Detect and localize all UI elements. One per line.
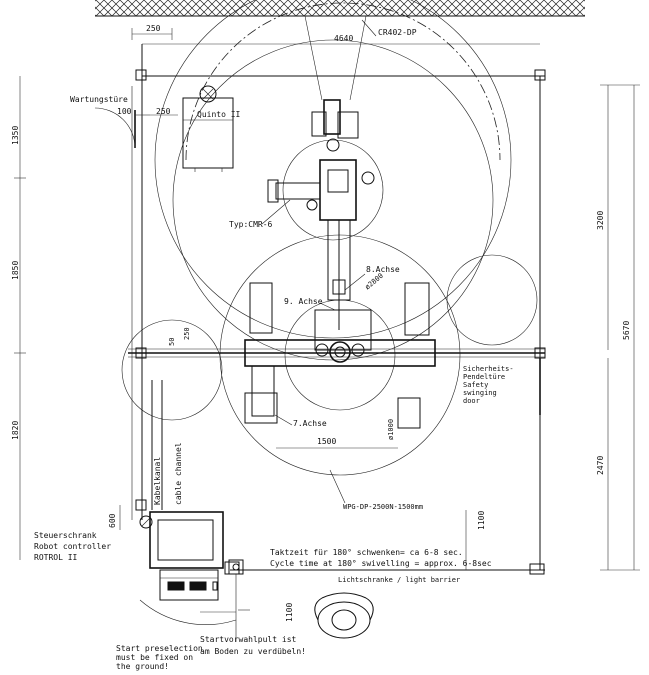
rotrol-label: ROTROL II	[34, 553, 78, 562]
typ-cmr-label: Typ:CMR-6	[229, 220, 273, 229]
positioner-model-label: WPG-DP-2500N-1500mm	[343, 503, 423, 511]
safety-door-de2: Pendeltüre	[463, 373, 505, 381]
robot-controller-label: Robot controller	[34, 542, 111, 551]
start-de2: am Boden zu verdübeln!	[200, 647, 306, 656]
dim-1100-right: 1100	[477, 511, 486, 530]
dim-100: 100	[117, 107, 132, 116]
dim-1100-bottom: 1100	[285, 603, 294, 622]
robot-reach-circle-outer	[154, 0, 512, 339]
fence-post	[534, 69, 546, 81]
start-en2: must be fixed on	[116, 653, 193, 662]
steuerschrank-label: Steuerschrank	[34, 531, 97, 540]
safety-door-en2: swinging	[463, 389, 497, 397]
dim-250-small: 250	[183, 327, 191, 340]
taktzeit-note: Taktzeit für 180° schwenken= ca 6-8 sec.	[270, 548, 463, 557]
dim-1820: 1820	[11, 421, 20, 440]
operator-figure	[314, 592, 374, 639]
dim-600: 600	[108, 513, 117, 528]
controller-cabinet	[149, 511, 224, 601]
fence-post	[135, 499, 147, 511]
dim-2470: 2470	[596, 456, 605, 475]
dim-250-top: 250	[146, 24, 161, 33]
safety-door-de1: Sicherheits-	[463, 365, 514, 373]
station-circle-right	[446, 254, 538, 346]
wartungstuer-label: Wartungstüre	[70, 95, 128, 104]
start-en3: the ground!	[116, 662, 169, 671]
positioner-swing-circle	[219, 234, 461, 476]
safety-door-en1: Safety	[463, 381, 488, 389]
dim-2800: ø2800	[364, 272, 385, 292]
achse9-label: 9. Achse	[284, 297, 323, 306]
robot-reach-circle-mid	[172, 39, 494, 361]
robot-arm	[267, 99, 375, 330]
fence-post	[529, 563, 545, 575]
positioner-circle-inner	[284, 299, 396, 411]
cycle-time-note: Cycle time at 180° swivelling = approx. …	[270, 559, 492, 568]
robot-model-label: CR402-DP	[378, 28, 417, 37]
quinto-label: Quinto II	[197, 110, 241, 119]
dim-1500: 1500	[317, 437, 336, 446]
dim-4640: 4640	[334, 34, 353, 43]
start-en1: Start preselection	[116, 644, 203, 653]
achse8-label: 8.Achse	[366, 265, 400, 274]
dim-1000: ø1000	[387, 419, 395, 440]
positioner	[128, 282, 545, 429]
fence-post	[135, 69, 147, 81]
dim-1850: 1850	[11, 261, 20, 280]
safety-door-en3: door	[463, 397, 480, 405]
kabelkanal-label: Kabelkanal	[153, 457, 162, 505]
dim-5670: 5670	[622, 321, 631, 340]
dim-1350: 1350	[11, 126, 20, 145]
plug-icon	[139, 515, 153, 529]
start-de1: Startvorwahlpult ist	[200, 635, 297, 644]
light-barrier-label: Lichtschranke / light barrier	[338, 576, 460, 584]
dim-3200: 3200	[596, 211, 605, 230]
cable-channel-label: cable channel	[174, 442, 183, 505]
dim-50: 50	[168, 338, 176, 346]
station-circle-left	[121, 319, 223, 421]
quinto-unit	[182, 85, 234, 172]
top-fence-hatch	[95, 0, 585, 16]
dim-250-mid: 250	[156, 107, 171, 116]
robot-base-circle	[282, 139, 384, 241]
achse7-label: 7.Achse	[293, 419, 327, 428]
